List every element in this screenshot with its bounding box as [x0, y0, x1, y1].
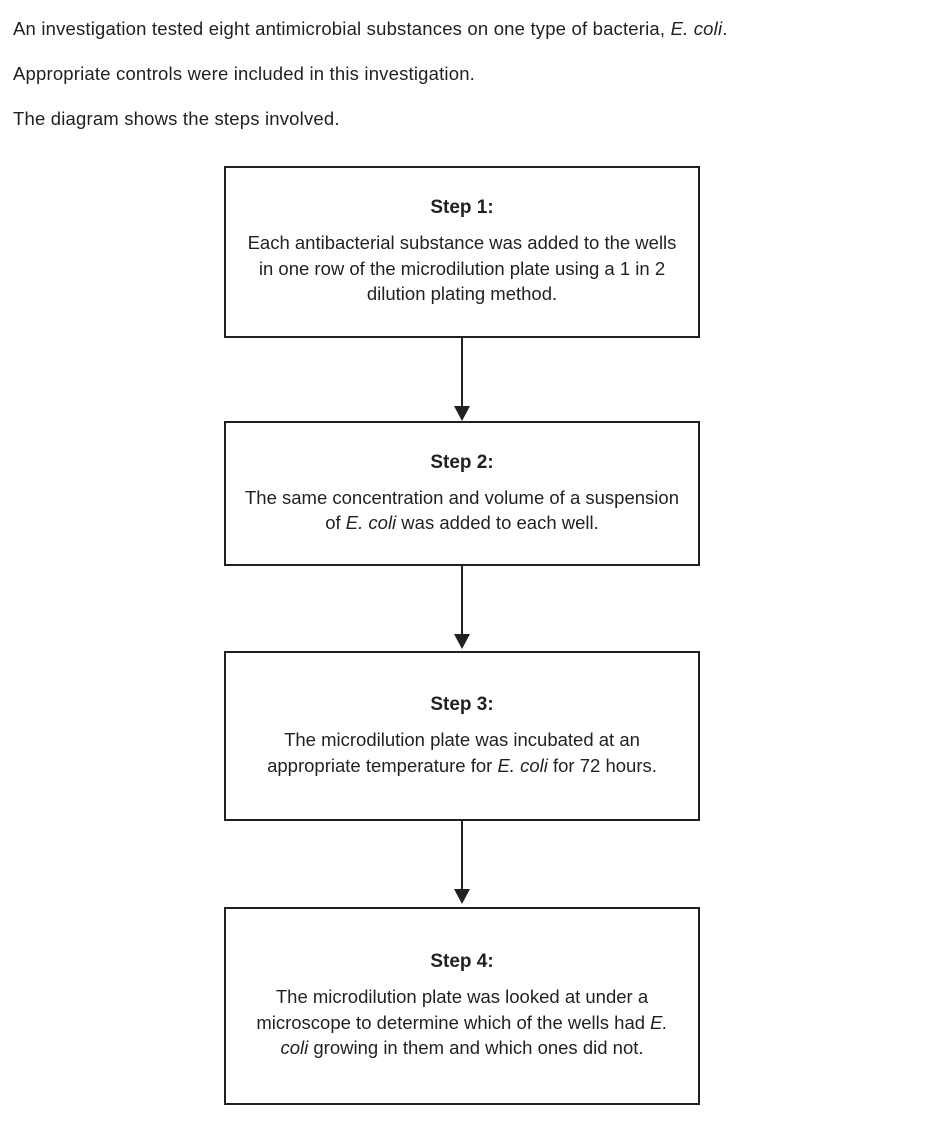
arrow-head-icon	[454, 406, 470, 421]
step-2-body: The same concentration and volume of a s…	[240, 485, 684, 536]
arrow-step-1-to-2	[224, 338, 700, 421]
step-2-body-before: The same concentration and volume of a s…	[245, 486, 679, 534]
species-name-e-coli: E. coli	[280, 1011, 668, 1059]
intro-line-2: Appropriate controls were included in th…	[13, 63, 475, 84]
step-1-title: Step 1:	[430, 197, 494, 219]
step-4-title: Step 4:	[430, 951, 494, 973]
step-4-body-before: The microdilution plate was looked at un…	[256, 986, 651, 1033]
arrow-step-2-to-3	[224, 566, 700, 651]
step-3-body-before: The microdilution plate was incubated at…	[267, 729, 640, 776]
arrow-step-3-to-4	[224, 821, 700, 907]
step-3-title: Step 3:	[430, 694, 494, 715]
intro-line-1-before: An investigation tested eight antimicrob…	[13, 18, 671, 39]
arrow-shaft	[460, 821, 464, 892]
step-3-body: The microdilution plate was incubated at…	[240, 727, 684, 778]
intro-line-1-after: .	[722, 18, 728, 39]
step-3-body-after: for 72 hours.	[547, 754, 657, 776]
step-4-body: The microdilution plate was looked at un…	[240, 984, 684, 1061]
arrow-head-icon	[454, 634, 470, 649]
step-box-1: Step 1: Each antibacterial substance was…	[224, 166, 700, 338]
steps-flow-diagram: Step 1: Each antibacterial substance was…	[224, 166, 700, 1105]
intro-text-block: An investigation tested eight antimicrob…	[13, 18, 923, 130]
step-4-body-after: growing in them and which ones did not.	[308, 1037, 644, 1059]
arrow-shaft	[460, 338, 464, 409]
intro-line-3: The diagram shows the steps involved.	[13, 108, 340, 129]
intro-line-1: An investigation tested eight antimicrob…	[13, 18, 923, 40]
step-2-title: Step 2:	[430, 451, 494, 473]
arrow-head-icon	[454, 889, 470, 904]
step-2-body-after: was added to each well.	[396, 512, 599, 533]
step-1-body-before: Each antibacterial substance was added t…	[247, 232, 677, 305]
step-box-4: Step 4: The microdilution plate was look…	[224, 907, 700, 1105]
step-1-body: Each antibacterial substance was added t…	[240, 230, 684, 307]
arrow-shaft	[460, 566, 464, 637]
species-name-e-coli: E. coli	[497, 754, 548, 776]
species-name-e-coli: E. coli	[670, 18, 723, 39]
step-box-3: Step 3: The microdilution plate was incu…	[224, 651, 700, 821]
species-name-e-coli: E. coli	[345, 512, 397, 533]
step-box-2: Step 2: The same concentration and volum…	[224, 421, 700, 566]
